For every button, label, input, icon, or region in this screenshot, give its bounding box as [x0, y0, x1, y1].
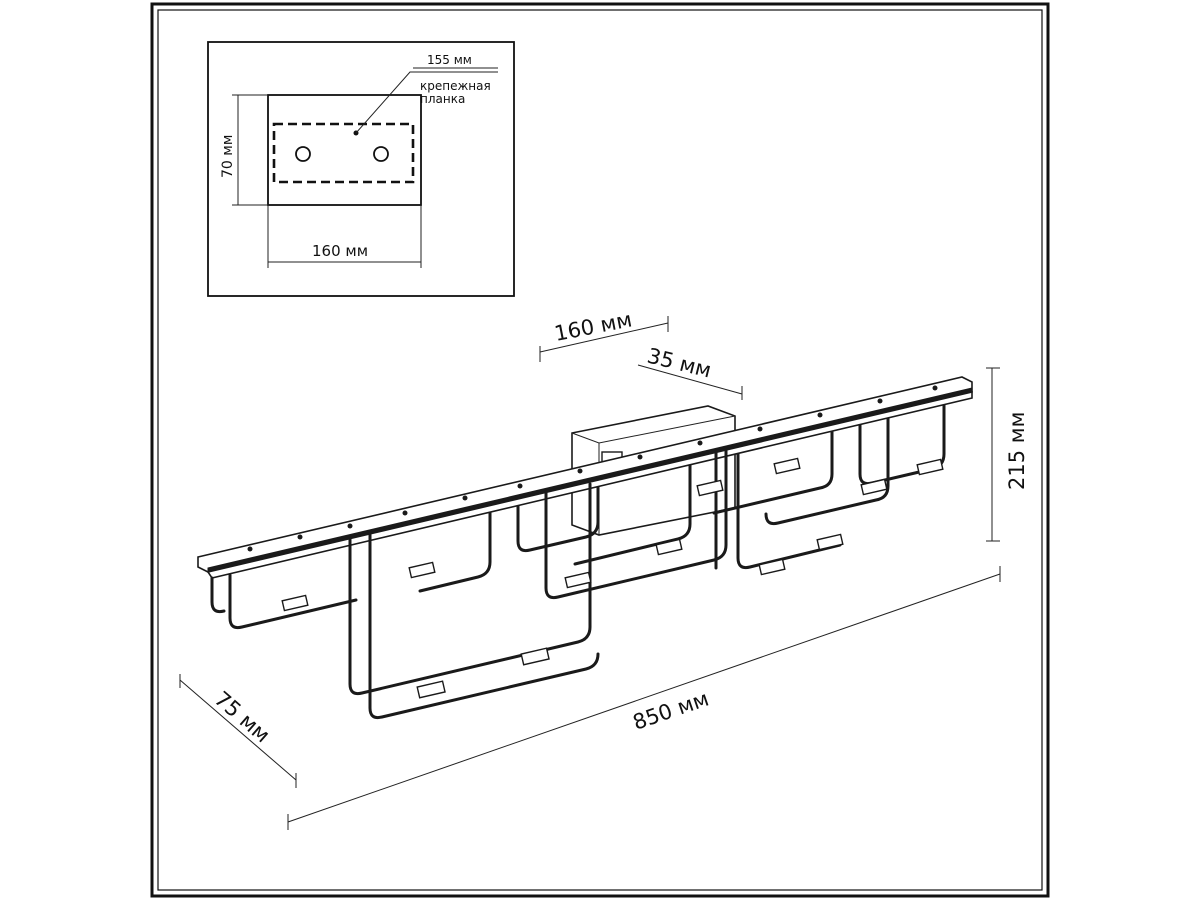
inner-frame	[157, 9, 1043, 891]
height-label: 215 мм	[1005, 412, 1029, 490]
mounting-plate-inset: 155 мм крепежная планка 70 мм 160 мм	[207, 41, 515, 297]
canopy-depth-dim-line	[637, 364, 743, 395]
mounting-plate-dashed	[272, 122, 415, 184]
depth-label: 75 мм	[210, 687, 275, 748]
leader-line	[355, 71, 498, 134]
led-holders	[281, 457, 944, 699]
rail-studs	[247, 385, 938, 552]
main-dimensions: 160 мм 35 мм 215 мм 75 мм 850 мм	[179, 307, 1029, 830]
loops-back	[418, 396, 946, 593]
inset-top-dimension: 155 мм	[427, 53, 472, 67]
loops-front	[210, 446, 728, 720]
length-label: 850 мм	[630, 686, 712, 734]
length-dim-line	[287, 573, 1001, 823]
screw-hole-right	[373, 146, 389, 162]
canopy-outline	[267, 94, 422, 206]
plate-label-line2: планка	[420, 92, 465, 106]
plate-label-line1: крепежная	[420, 79, 491, 93]
inset-height-dimension: 70 мм	[220, 135, 236, 178]
inset-width-dimension: 160 мм	[312, 242, 368, 260]
outer-frame	[150, 2, 1050, 898]
depth-dim-line	[179, 679, 297, 781]
canopy-width-dim-line	[539, 322, 669, 353]
chandelier-drawing	[197, 376, 973, 720]
screw-hole-left	[295, 146, 311, 162]
